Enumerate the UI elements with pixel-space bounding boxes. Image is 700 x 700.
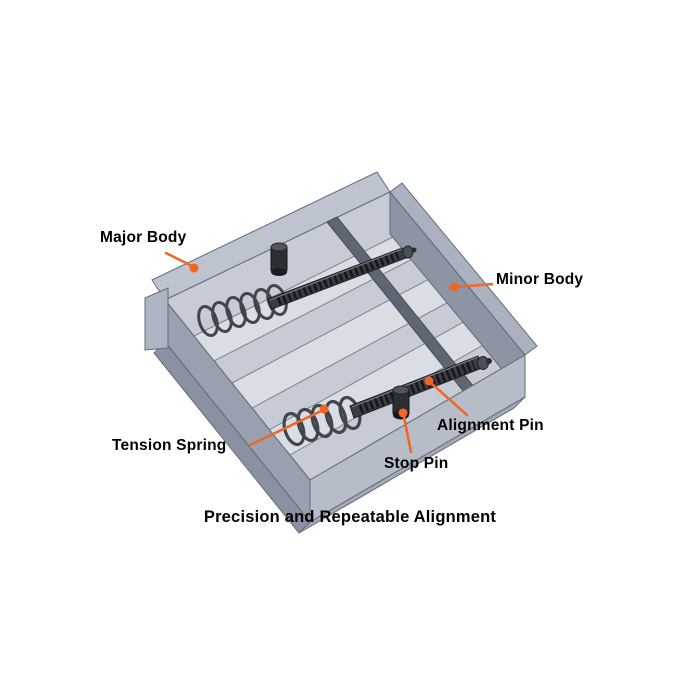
leader-line-tension-spring	[248, 409, 323, 447]
upper-pin-shape	[267, 245, 417, 310]
upper-stop-pin-shape	[270, 242, 288, 276]
diagram-caption: Precision and Repeatable Alignment	[203, 508, 497, 526]
body-front-faces	[144, 287, 526, 534]
label-tension-spring: Tension Spring	[112, 437, 227, 454]
label-alignment-pin: Alignment Pin	[437, 417, 544, 434]
left-flange-stub	[144, 287, 169, 351]
upper-spring-shape	[197, 283, 288, 338]
leader-dots	[189, 263, 459, 418]
leader-dot-stop-pin	[398, 408, 408, 418]
leader-line-minor-body	[455, 282, 494, 289]
leader-dot-major-body	[189, 263, 199, 273]
leader-lines	[164, 251, 494, 454]
leader-line-major-body	[164, 251, 194, 268]
leader-line-alignment-pin	[429, 381, 469, 417]
right-front-chamfer	[298, 396, 526, 534]
minor-body-shape	[389, 182, 538, 399]
label-stop-pin: Stop Pin	[384, 455, 449, 472]
leader-dot-minor-body	[449, 282, 459, 292]
leader-dot-alignment-pin	[424, 376, 434, 386]
leader-dot-tension-spring	[319, 404, 329, 414]
alignment-pin-shape	[349, 355, 492, 419]
label-major-body: Major Body	[100, 229, 187, 246]
tension-spring-shape	[282, 395, 362, 447]
leader-line-stop-pin	[402, 415, 413, 454]
label-minor-body: Minor Body	[496, 271, 584, 288]
